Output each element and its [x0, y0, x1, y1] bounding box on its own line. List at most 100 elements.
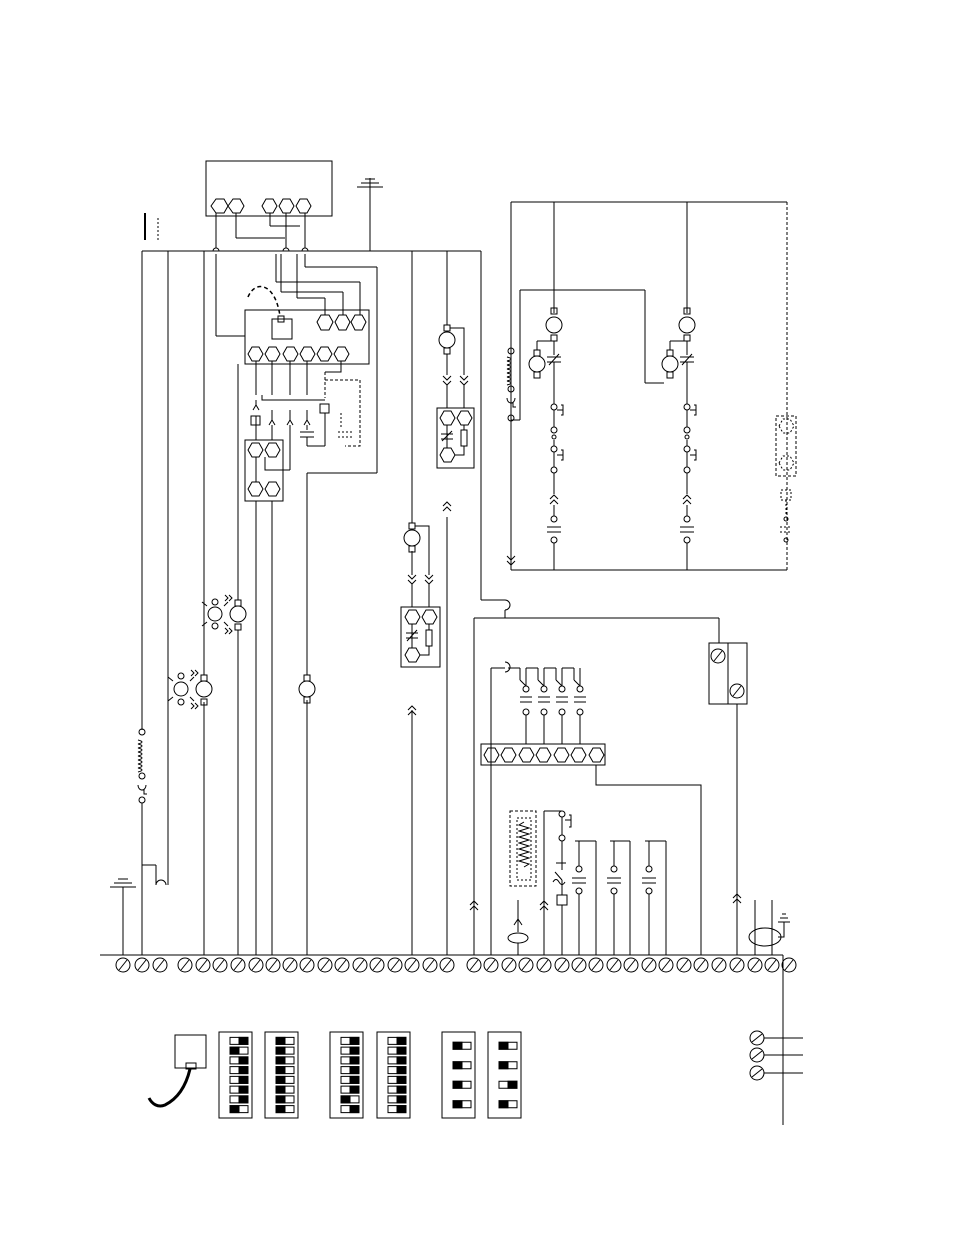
fan-motor-upper	[202, 595, 246, 634]
screw-terminal-icon	[607, 958, 621, 972]
dip-bank-5[interactable]	[442, 1032, 475, 1118]
dip-switch[interactable]	[499, 1062, 517, 1069]
dip-switch[interactable]	[230, 1086, 248, 1093]
dip-switch[interactable]	[341, 1047, 359, 1054]
connector-pin	[279, 199, 294, 213]
screw-terminal-icon	[388, 958, 402, 972]
screw-terminal-icon	[405, 958, 419, 972]
dip-switch[interactable]	[388, 1047, 406, 1054]
dip-switch[interactable]	[230, 1076, 248, 1083]
dip-switch[interactable]	[388, 1057, 406, 1064]
top-connector-wires	[213, 213, 308, 251]
screw-terminal-icon	[677, 958, 691, 972]
screw-terminal-icon	[765, 958, 779, 972]
heater-element	[508, 811, 536, 955]
screw-terminal-icon	[572, 958, 586, 972]
screw-terminal-icon	[423, 958, 437, 972]
dip-switch[interactable]	[341, 1086, 359, 1093]
dip-switch[interactable]	[230, 1057, 248, 1064]
dip-switch[interactable]	[230, 1106, 248, 1113]
shielded-cable	[749, 900, 790, 955]
dip-switch[interactable]	[341, 1057, 359, 1064]
dip-switch[interactable]	[276, 1076, 294, 1083]
dip-switch[interactable]	[230, 1067, 248, 1074]
dip-switch[interactable]	[276, 1106, 294, 1113]
terminal-square	[320, 404, 329, 413]
screw-terminal-icon	[353, 958, 367, 972]
screw-terminal-icon	[318, 958, 332, 972]
relay-assembly-upper	[437, 325, 474, 511]
dip-switch[interactable]	[341, 1076, 359, 1083]
connector-pin	[228, 199, 244, 213]
dip-bank-3[interactable]	[330, 1032, 363, 1118]
connector-pin	[262, 199, 277, 213]
dip-switch[interactable]	[388, 1076, 406, 1083]
screw-terminal-icon	[135, 958, 149, 972]
connector-pin	[317, 347, 332, 361]
motor-single	[299, 675, 315, 703]
dip-switch[interactable]	[341, 1106, 359, 1113]
relay-assembly-lower	[401, 523, 440, 715]
dip-switch[interactable]	[453, 1081, 471, 1088]
legend-marks	[145, 213, 158, 240]
dip-switch[interactable]	[230, 1047, 248, 1054]
dip-switch[interactable]	[388, 1096, 406, 1103]
dip-switch[interactable]	[276, 1067, 294, 1074]
screw-terminal-icon	[555, 958, 569, 972]
dip-switch[interactable]	[453, 1042, 471, 1049]
dip-switch[interactable]	[341, 1096, 359, 1103]
dip-bank-4[interactable]	[377, 1032, 410, 1118]
connector-pin	[334, 347, 349, 361]
screw-terminal-icon	[178, 958, 192, 972]
dip-switch[interactable]	[388, 1067, 406, 1074]
connector-pin	[248, 347, 263, 361]
connector-pin	[317, 315, 333, 330]
module-output-wires	[251, 361, 352, 470]
dip-bank-6[interactable]	[488, 1032, 521, 1118]
relay-connector-row	[481, 744, 701, 955]
fan-motor-lower	[168, 670, 212, 709]
dip-switch[interactable]	[276, 1096, 294, 1103]
screw-terminal-icon	[712, 958, 726, 972]
dip-switch[interactable]	[499, 1081, 517, 1088]
dip-switch[interactable]	[388, 1037, 406, 1044]
dip-switch[interactable]	[388, 1106, 406, 1113]
dip-bank-1[interactable]	[219, 1032, 252, 1118]
contactor-group	[491, 662, 586, 955]
screw-terminal-icon	[300, 958, 314, 972]
dip-switch[interactable]	[453, 1062, 471, 1069]
screw-terminal-icon	[659, 958, 673, 972]
top-connector-block	[206, 161, 332, 216]
dip-switch[interactable]	[276, 1057, 294, 1064]
dip-switch[interactable]	[453, 1101, 471, 1108]
dip-switch[interactable]	[499, 1101, 517, 1108]
ground-symbol-left	[110, 879, 136, 955]
auxiliary-terminals	[750, 1031, 803, 1080]
dip-switch[interactable]	[276, 1037, 294, 1044]
sensor-probe	[149, 1035, 206, 1106]
screw-terminal-icon	[231, 958, 245, 972]
screw-terminal-icon	[484, 958, 498, 972]
dip-switch[interactable]	[230, 1037, 248, 1044]
screw-terminal-icon	[266, 958, 280, 972]
relay-block-left	[245, 440, 290, 501]
connector-pin	[296, 199, 311, 213]
dip-bank-2[interactable]	[265, 1032, 298, 1118]
dip-switch[interactable]	[341, 1067, 359, 1074]
dip-switch[interactable]	[230, 1096, 248, 1103]
screw-terminal-icon	[519, 958, 533, 972]
screw-terminal-icon	[335, 958, 349, 972]
screw-terminal-icon	[153, 958, 167, 972]
connector-pin	[335, 315, 350, 330]
screw-terminal-icon	[370, 958, 384, 972]
screw-terminal-icon	[283, 958, 297, 972]
dip-switch[interactable]	[499, 1042, 517, 1049]
screw-terminal-icon	[213, 958, 227, 972]
dip-switch[interactable]	[341, 1037, 359, 1044]
dip-switch[interactable]	[276, 1047, 294, 1054]
connector-pin	[211, 199, 228, 213]
dip-switch[interactable]	[388, 1086, 406, 1093]
screw-terminal-icon	[748, 958, 762, 972]
dip-switch[interactable]	[276, 1086, 294, 1093]
